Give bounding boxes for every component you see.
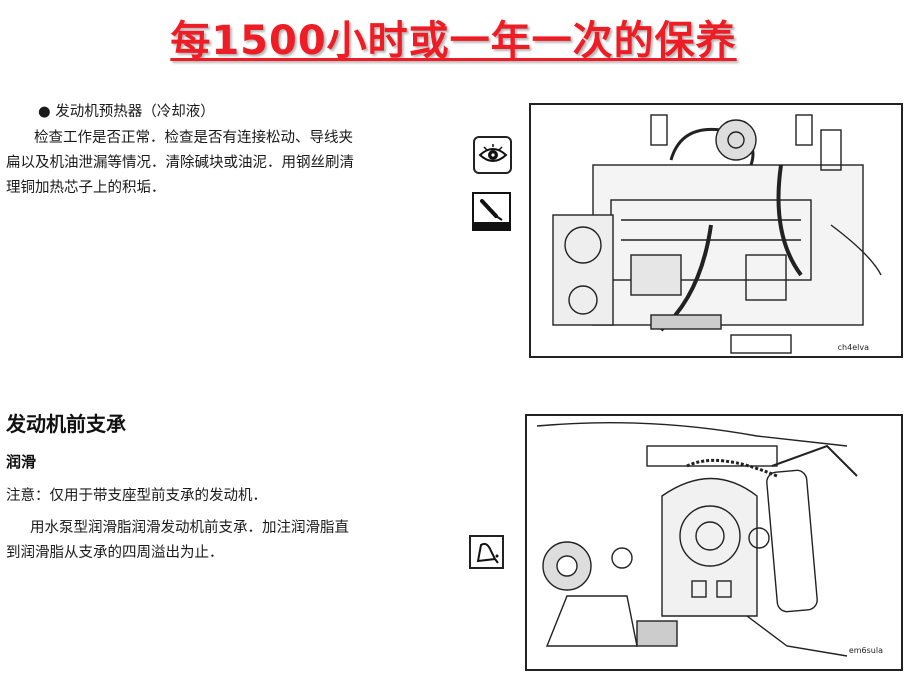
section2-subheading: 润滑: [6, 453, 37, 471]
front-support-drawing: [536, 421, 858, 657]
screwdriver-icon: [472, 192, 511, 231]
eye-icon: [473, 136, 512, 174]
section2-line: 用水泵型润滑脂润滑发动机前支承．加注润滑脂直: [30, 520, 349, 536]
section1-body: 检查工作是否正常．检查是否有连接松动、导线夹 扁以及机油泄漏等情况．清除碱块或油…: [6, 126, 446, 201]
grease-icon: [469, 535, 504, 569]
section2-heading: 发动机前支承: [6, 412, 126, 436]
section1-heading: 发动机预热器（冷却液）: [55, 104, 215, 120]
figure-caption: em6sula: [848, 646, 883, 655]
section2-body: 用水泵型润滑脂润滑发动机前支承．加注润滑脂直 到润滑脂从支承的四周溢出为止．: [6, 516, 446, 566]
section1-line: 扁以及机油泄漏等情况．清除碱块或油泥．用钢丝刷清: [6, 155, 354, 171]
section1-line: 检查工作是否正常．检查是否有连接松动、导线夹: [34, 130, 353, 146]
engine-figure: ch4elva: [529, 103, 903, 358]
front-support-figure: em6sula: [525, 414, 903, 671]
section2-line: 到润滑脂从支承的四周溢出为止．: [6, 545, 224, 561]
note-text: 注意：仅用于带支座型前支承的发动机．: [6, 488, 267, 504]
page-title: 每1500小时或一年一次的保养: [170, 18, 737, 64]
figure-caption: ch4elva: [837, 343, 869, 352]
section1-heading-line: ● 发动机预热器（冷却液）: [38, 100, 215, 121]
bullet-mark: ●: [38, 104, 51, 120]
engine-drawing: [552, 114, 882, 354]
section1-line: 理铜加热芯子上的积垢．: [6, 180, 166, 196]
